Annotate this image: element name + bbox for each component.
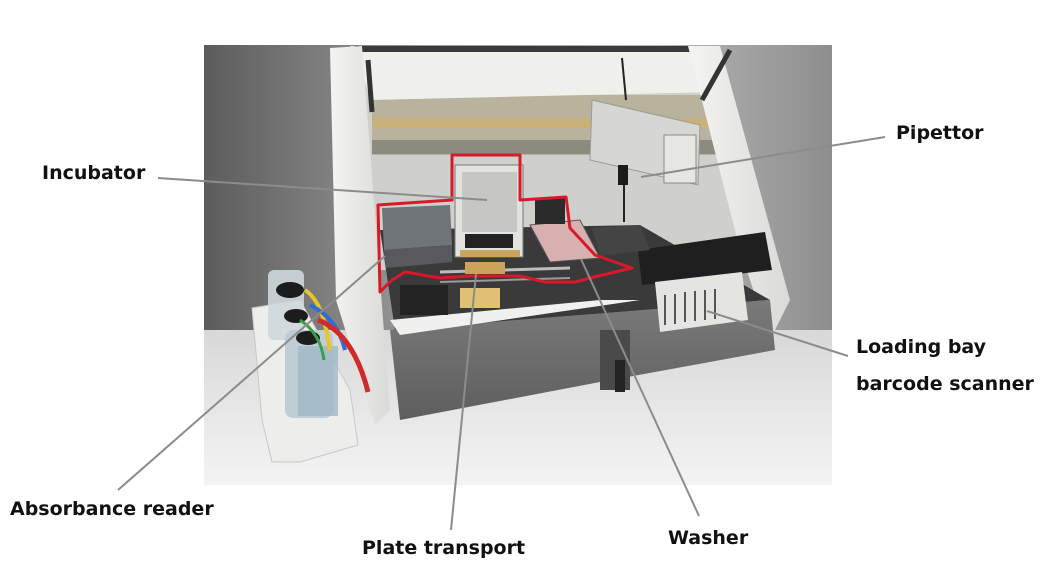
plate-transport-rail (439, 262, 571, 283)
leader-line-plate-transport (450, 273, 477, 531)
washer-unit (529, 198, 601, 263)
label-incubator: Incubator (42, 162, 146, 184)
leader-line-washer (580, 258, 700, 517)
pipettor-arm (589, 57, 701, 222)
reagent-racks (400, 285, 500, 315)
leader-line-loading-bay (706, 310, 849, 357)
leader-lines (117, 136, 886, 531)
absorbance-reader-unit (382, 205, 452, 268)
label-loading-bay: Loading bay (856, 336, 987, 358)
label-pipettor: Pipettor (896, 122, 984, 144)
label-absorbance-reader: Absorbance reader (10, 498, 214, 520)
leader-line-incubator (157, 177, 488, 201)
label-washer: Washer (668, 527, 749, 549)
leader-line-pipettor (640, 136, 886, 178)
leader-line-absorbance-reader (117, 255, 386, 491)
label-barcode-scanner: barcode scanner (856, 373, 1034, 395)
fluid-bottles-tray (251, 270, 371, 463)
highlight-outline (376, 153, 634, 294)
incubator-unit (454, 164, 524, 258)
label-plate-transport: Plate transport (362, 537, 526, 559)
